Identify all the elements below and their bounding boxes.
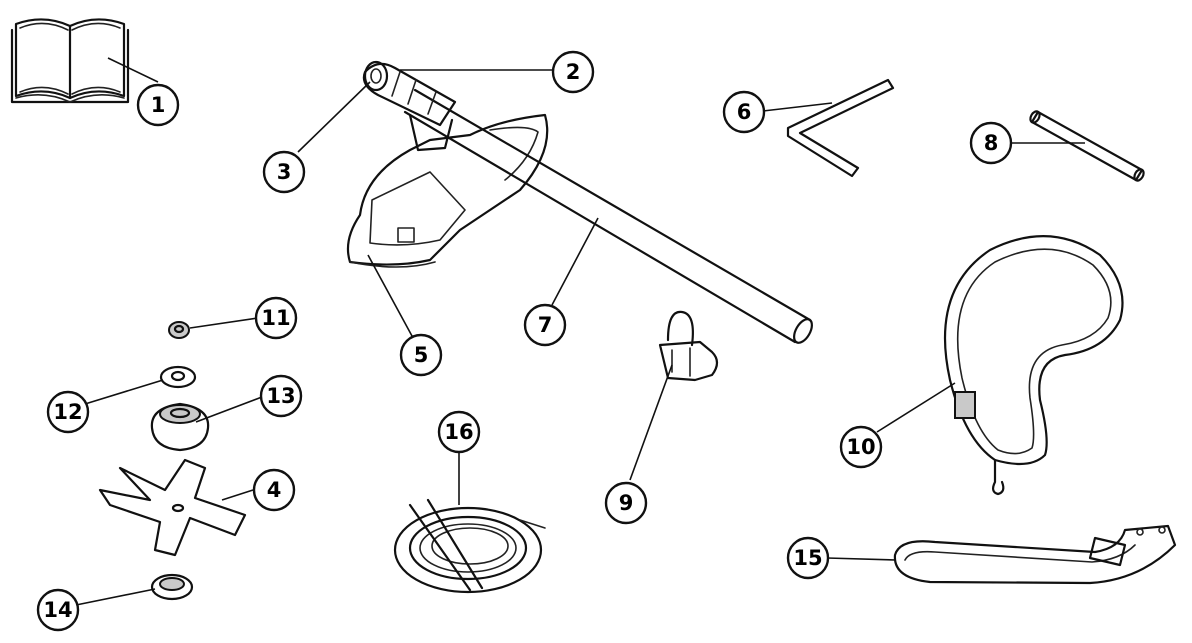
callout-label-13: 13 (266, 384, 295, 408)
callout-5: 5 (399, 333, 443, 377)
callout-12: 12 (46, 390, 90, 434)
callout-label-7: 7 (538, 313, 553, 337)
hex-key-icon (786, 78, 895, 178)
leader-lines (75, 57, 1085, 606)
callout-13: 13 (259, 374, 303, 418)
drive-shaft (403, 88, 813, 344)
handle-clamp-icon (658, 310, 719, 382)
callout-11: 11 (254, 296, 298, 340)
callout-label-4: 4 (267, 478, 282, 502)
locking-rod-icon (1029, 110, 1145, 182)
callout-label-11: 11 (261, 306, 290, 330)
callout-10: 10 (839, 425, 883, 469)
callout-9: 9 (604, 481, 648, 525)
callout-8: 8 (969, 121, 1013, 165)
callout-label-16: 16 (444, 420, 473, 444)
cutting-guard (346, 113, 549, 268)
callout-label-10: 10 (846, 435, 875, 459)
callout-label-3: 3 (277, 160, 292, 184)
bearing-cap-icon (150, 573, 194, 601)
callout-14: 14 (36, 588, 80, 632)
callout-label-8: 8 (984, 131, 999, 155)
flange-cup-icon (150, 402, 210, 452)
callout-label-5: 5 (414, 343, 429, 367)
callout-label-2: 2 (566, 60, 581, 84)
callout-6: 6 (722, 90, 766, 134)
nut-icon (168, 321, 190, 339)
shaft-coupler (362, 60, 457, 152)
callout-3: 3 (262, 150, 306, 194)
callout-label-9: 9 (619, 491, 634, 515)
trimmer-line-coil-icon (393, 498, 546, 594)
callout-7: 7 (523, 303, 567, 347)
callout-1: 1 (136, 83, 180, 127)
callout-4: 4 (252, 468, 296, 512)
callout-layer: 1 2 3 4 5 6 7 8 (36, 50, 1013, 632)
callout-label-14: 14 (43, 598, 72, 622)
blade-icon (98, 458, 247, 557)
callout-label-1: 1 (151, 93, 166, 117)
washer-icon (159, 365, 197, 389)
shoulder-strap-icon (943, 235, 1124, 496)
callout-label-6: 6 (737, 100, 752, 124)
loop-handle-icon (893, 524, 1177, 585)
callout-15: 15 (786, 536, 830, 580)
callout-label-15: 15 (793, 546, 822, 570)
callout-2: 2 (551, 50, 595, 94)
callout-label-12: 12 (53, 400, 82, 424)
callout-16: 16 (437, 410, 481, 454)
manual-book-icon (10, 18, 130, 104)
